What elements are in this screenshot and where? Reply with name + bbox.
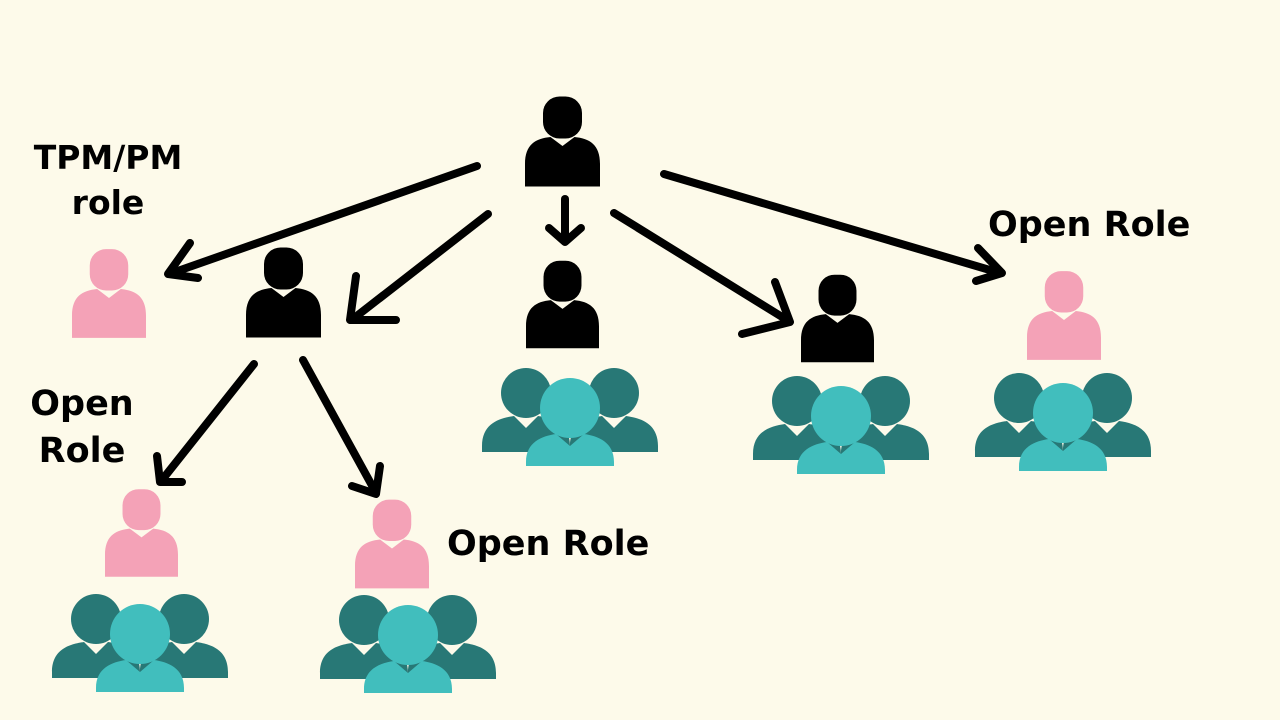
tpm-pm-role-label: TPM/PM role (33, 138, 183, 222)
arrow-to-left-manager (346, 210, 492, 324)
open-role-middle-label: Open Role (447, 524, 650, 564)
open-role-middle-team-group-icon (320, 595, 496, 693)
open-role-middle-person-icon (355, 499, 429, 589)
open-role-left-label: Open Role (30, 384, 134, 472)
left-manager-person-icon (246, 247, 321, 338)
right-manager-person-icon (801, 274, 874, 363)
open-role-right-team-group-icon (975, 373, 1151, 471)
center-team-group-icon (482, 368, 658, 466)
arrow-to-open-role-middle (299, 356, 384, 498)
arrow-to-tpm-role (164, 162, 481, 282)
right-manager-team-group-icon (753, 376, 929, 474)
tpm-role-person-icon (72, 249, 146, 338)
center-manager-person-icon (526, 260, 599, 349)
arrow-to-right-manager (610, 209, 794, 338)
arrow-to-open-role-left (153, 360, 258, 486)
arrow-to-open-role-right (660, 170, 1006, 285)
arrow-to-center-manager (545, 195, 585, 246)
open-role-left-person-icon (105, 489, 178, 577)
head-person-icon (525, 96, 600, 187)
open-role-right-label: Open Role (988, 205, 1191, 245)
open-role-right-person-icon (1027, 271, 1101, 360)
open-role-left-team-group-icon (52, 594, 228, 692)
